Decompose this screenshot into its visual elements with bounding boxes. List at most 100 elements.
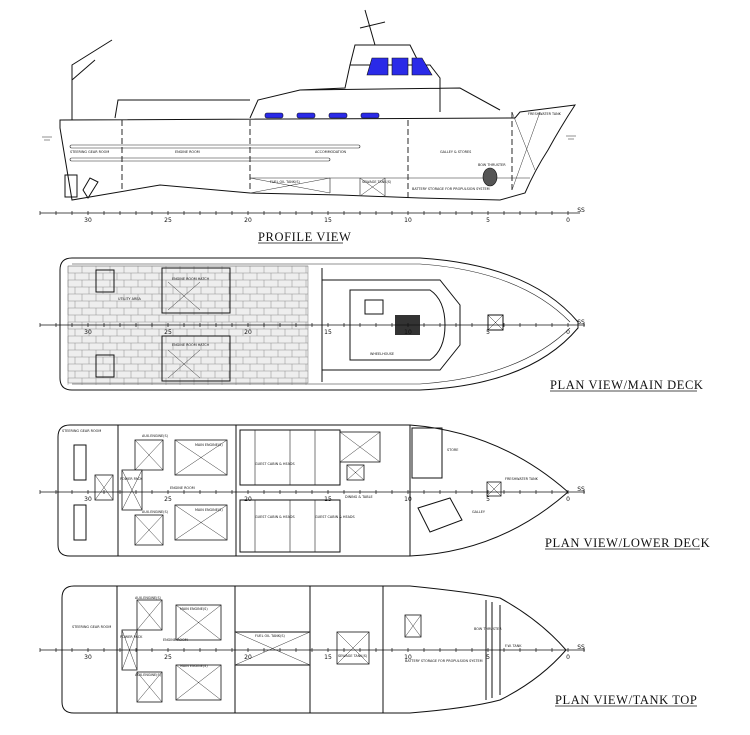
deck-rail — [69, 144, 361, 149]
label-freshwater-tank: F.W. TANK — [505, 644, 522, 648]
scale-label: 0 — [566, 329, 570, 336]
label-hatch-bottom: ENGINE ROOM HATCH — [172, 343, 210, 347]
deck-rail — [69, 157, 331, 162]
scale-label: 20 — [244, 496, 252, 503]
profile-view: STEERING GEAR ROOM ENGINE ROOM ACCOMMODA… — [39, 9, 585, 244]
scale-label: 5 — [486, 654, 490, 661]
scale-label: 0 — [566, 217, 570, 224]
scale-label: 20 — [244, 329, 252, 336]
label-aux-engine-bottom: AUX.ENGINE(S) — [135, 673, 162, 677]
profile-bulwark — [114, 44, 421, 119]
seat — [364, 299, 384, 315]
scale-label: 30 — [84, 217, 92, 224]
work-deck-grating — [67, 265, 309, 384]
deck-winch — [95, 354, 115, 378]
tank-top-hull — [61, 585, 567, 714]
label-aux-engine-top: AUX.ENGINE(S) — [142, 434, 169, 438]
scale-label: 20 — [244, 217, 252, 224]
main-deck-hull — [59, 257, 579, 391]
scale-label: 5 — [486, 496, 490, 503]
label-main-engine-bottom: MAIN ENGINE(S) — [195, 508, 223, 512]
tank-top-plan: STEERING GEAR ROOM ENGINE ROOM AUX.ENGIN… — [39, 585, 697, 714]
label-bow-thruster: BOW THRUSTER — [478, 163, 506, 167]
cabin-window — [296, 112, 316, 119]
scale-label: 30 — [84, 496, 92, 503]
deck-winch — [95, 269, 115, 293]
label-power-pack: POWER PACK — [120, 635, 143, 639]
head — [411, 427, 443, 479]
label-battery: BATTERY STORAGE FOR PROPULSION SYSTEM — [405, 659, 483, 663]
profile-view-title: PROFILE VIEW — [258, 230, 351, 244]
scale-label: 10 — [404, 329, 412, 336]
label-bow-thruster: BOW THRUSTER — [474, 627, 502, 631]
label-guest-cabin: GUEST CABIN & HEADS — [255, 515, 295, 519]
bow-thruster-icon — [482, 167, 498, 187]
label-engine-room: ENGINE ROOM — [175, 150, 200, 154]
label-store: STORE — [447, 448, 458, 452]
engine-hatch-top — [161, 267, 231, 314]
hatch — [487, 314, 504, 331]
lower-deck-scale: 30 25 20 15 10 5 0 SS — [39, 486, 585, 503]
main-deck-plan: ENGINE ROOM HATCH ENGINE ROOM HATCH UTIL… — [39, 257, 704, 392]
rudder-icon — [64, 174, 78, 198]
station-marker: SS — [577, 644, 585, 651]
label-guest-cabin: GUEST CABIN & HEADS — [315, 515, 355, 519]
label-fuel-tank: FUEL OIL TANK(S) — [270, 180, 301, 184]
label-accommodation: ACCOMMODATION — [315, 150, 347, 154]
station-marker: SS — [577, 486, 585, 493]
crane — [71, 39, 113, 120]
label-main-engine-bottom: MAIN ENGINE(S) — [180, 664, 208, 668]
label-aux-engine-top: AUX.ENGINE(S) — [135, 596, 162, 600]
scale-label: 0 — [566, 654, 570, 661]
scale-label: 25 — [164, 217, 172, 224]
label-utility-area: UTILITY AREA — [118, 297, 141, 301]
scale-label: 10 — [404, 654, 412, 661]
scale-label: 10 — [404, 496, 412, 503]
profile-superstructure — [249, 64, 501, 119]
main-deck-title: PLAN VIEW/MAIN DECK — [550, 378, 704, 392]
label-sewage-tank: SEWAGE TANK(S) — [362, 180, 392, 184]
lower-deck-title: PLAN VIEW/LOWER DECK — [545, 536, 710, 550]
label-freshwater-tank: FRESHWATER TANK — [528, 112, 562, 116]
mast — [359, 9, 386, 46]
propeller-icon — [82, 177, 99, 199]
scale-label: 30 — [84, 654, 92, 661]
label-dining: DINING & TABLE — [345, 495, 373, 499]
label-engine-room: ENGINE ROOM — [163, 638, 188, 642]
lower-deck-hull — [57, 424, 569, 557]
scale-label: 15 — [324, 217, 332, 224]
label-fuel-tank: FUEL OIL TANK(S) — [255, 634, 286, 638]
scale-label: 25 — [164, 496, 172, 503]
label-main-engine-top: MAIN ENGINE(S) — [195, 443, 223, 447]
scale-label: 15 — [324, 329, 332, 336]
deck-grating-pattern — [67, 265, 308, 385]
cabin-window — [328, 112, 348, 119]
label-galley: GALLEY — [472, 510, 486, 514]
steering-gear — [73, 504, 87, 541]
station-marker: SS — [577, 319, 585, 326]
label-power-pack: POWER PACK — [120, 477, 143, 481]
label-freshwater-tank: FRESHWATER TANK — [505, 477, 539, 481]
label-aux-engine-bottom: AUX.ENGINE(S) — [142, 510, 169, 514]
scale-label: 25 — [164, 329, 172, 336]
label-battery: BATTERY STORAGE FOR PROPULSION SYSTEM — [412, 187, 490, 191]
scale-label: 0 — [566, 496, 570, 503]
wheelhouse-window — [411, 57, 433, 76]
scale-label: 30 — [84, 329, 92, 336]
label-wheelhouse: WHEELHOUSE — [370, 352, 394, 356]
scale-label: 15 — [324, 654, 332, 661]
scale-label: 15 — [324, 496, 332, 503]
wheelhouse-window — [366, 57, 389, 76]
engine-hatch-bottom — [161, 335, 231, 382]
cabin-window — [264, 112, 284, 119]
label-sewage-tank: SEWAGE TANK(S) — [338, 654, 368, 658]
label-guest-cabin: GUEST CABIN & HEADS — [255, 462, 295, 466]
tank-top-title: PLAN VIEW/TANK TOP — [555, 693, 697, 707]
lower-deck-plan: STEERING GEAR ROOM ENGINE ROOM MAIN ENGI… — [39, 424, 710, 557]
label-hatch-top: ENGINE ROOM HATCH — [172, 277, 210, 281]
steering-gear — [73, 444, 87, 481]
